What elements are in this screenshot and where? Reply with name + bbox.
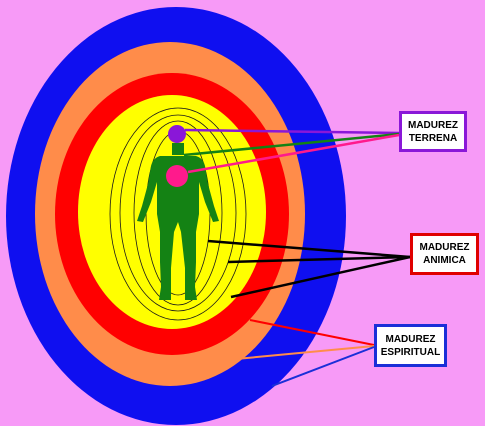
madurez-espiritual-label: MADUREZ ESPIRITUAL: [374, 324, 447, 367]
espiritual-connectors: [235, 319, 375, 387]
heart-chakra: [166, 165, 188, 187]
espiritual-line2: ESPIRITUAL: [380, 346, 441, 358]
animica-connectors: [207, 239, 411, 299]
espiritual-line1: MADUREZ: [385, 333, 436, 345]
animica-line2: ANIMICA: [423, 255, 466, 266]
head-chakra: [168, 125, 186, 143]
madurez-animica-label: MADUREZ ANIMICA: [410, 233, 479, 275]
terrena-line1: MADUREZ: [408, 119, 458, 131]
terrena-connectors: [183, 128, 400, 174]
animica-line1: MADUREZ: [419, 242, 470, 253]
madurez-terrena-label: MADUREZ TERRENA: [399, 111, 467, 152]
human-figure: [137, 143, 219, 300]
terrena-line2: TERRENA: [408, 132, 458, 144]
